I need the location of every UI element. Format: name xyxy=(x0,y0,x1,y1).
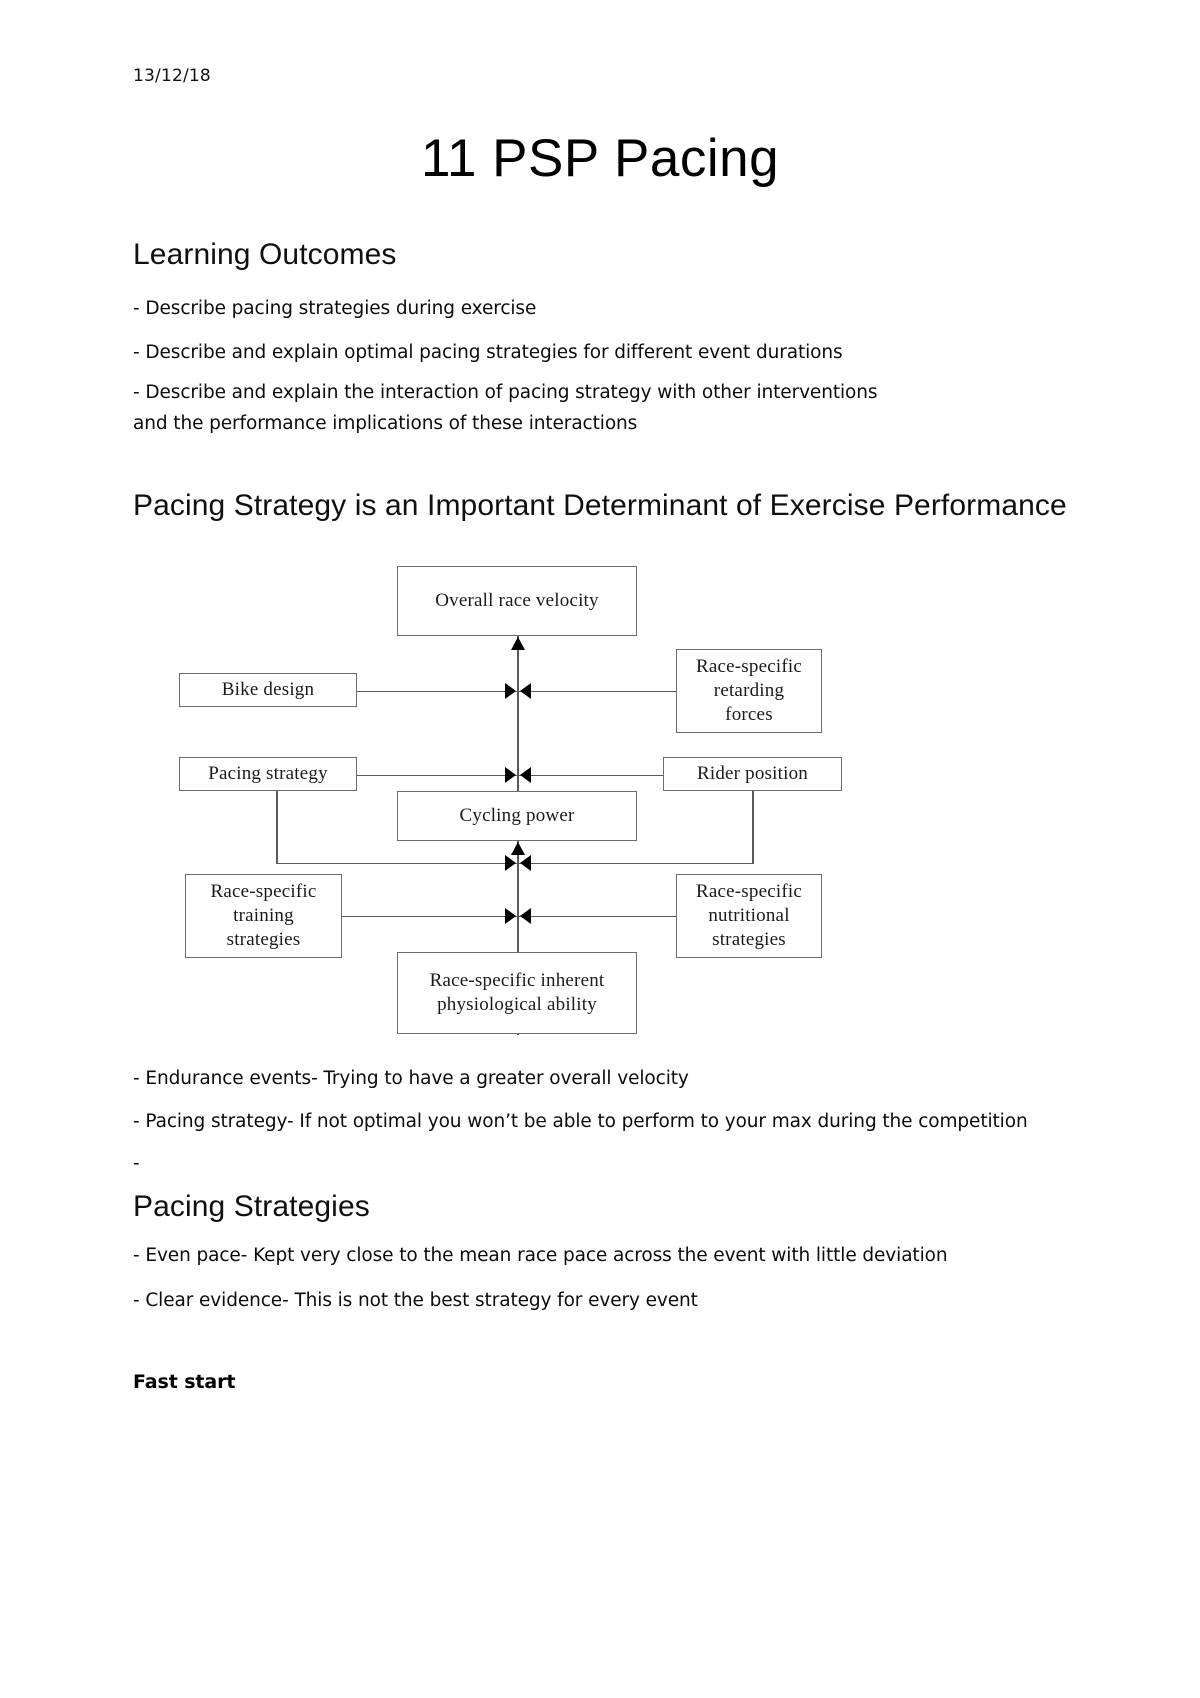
node-rider-position: Rider position xyxy=(663,757,842,791)
arrow-head-left xyxy=(505,683,516,699)
diagram-line-rider-down xyxy=(752,791,754,864)
cycling-power-flowchart: Overall race velocity Bike design Race-s… xyxy=(176,563,846,1035)
node-bike-design: Bike design xyxy=(179,673,357,707)
arrow-head-left xyxy=(505,908,516,924)
arrow-double-row4 xyxy=(505,908,531,924)
diagram-line-bike-design xyxy=(354,691,524,693)
node-race-specific-nutritional-strategies: Race-specific nutritional strategies xyxy=(676,874,822,958)
diagram-line-rider-to-spine xyxy=(511,863,753,865)
arrow-head-left xyxy=(505,855,516,871)
page-title: 11 PSP Pacing xyxy=(420,129,780,188)
arrow-up-to-cycling-power xyxy=(511,842,525,855)
bullet-strategies-1: - Even pace- Kept very close to the mean… xyxy=(133,1245,948,1266)
diagram-line-retarding-forces xyxy=(511,691,676,693)
arrow-head-right xyxy=(520,855,531,871)
bullet-strategies-2: - Clear evidence- This is not the best s… xyxy=(133,1290,698,1311)
node-race-specific-retarding-forces: Race-specific retarding forces xyxy=(676,649,822,733)
node-pacing-strategy: Pacing strategy xyxy=(179,757,357,791)
arrow-double-row2 xyxy=(505,767,531,783)
diagram-line-training-strategies xyxy=(341,916,524,918)
bullet-determinant-2: - Pacing strategy- If not optimal you wo… xyxy=(133,1111,1028,1132)
arrow-up-to-overall-velocity xyxy=(511,637,525,650)
diagram-line-pacing-down xyxy=(276,791,278,864)
heading-learning-outcomes: Learning Outcomes xyxy=(133,238,397,271)
diagram-line-pacing-to-spine xyxy=(276,863,524,865)
bullet-determinant-1: - Endurance events- Trying to have a gre… xyxy=(133,1068,689,1089)
node-cycling-power: Cycling power xyxy=(397,791,637,841)
node-overall-race-velocity: Overall race velocity xyxy=(397,566,637,636)
bullet-lo-1: - Describe pacing strategies during exer… xyxy=(133,298,537,319)
diagram-line-pacing-strategy xyxy=(354,775,524,777)
arrow-double-row3 xyxy=(505,855,531,871)
arrow-head-left xyxy=(505,767,516,783)
arrow-head-right xyxy=(520,683,531,699)
date-header: 13/12/18 xyxy=(133,66,211,86)
heading-pacing-strategies: Pacing Strategies xyxy=(133,1190,370,1223)
arrow-head-right xyxy=(520,908,531,924)
bullet-determinant-3: - xyxy=(133,1153,140,1174)
diagram-line-rider-position xyxy=(511,775,676,777)
bullet-lo-3: - Describe and explain the interaction o… xyxy=(133,382,878,434)
heading-fast-start: Fast start xyxy=(133,1371,236,1393)
diagram-line-nutritional-strategies xyxy=(511,916,676,918)
node-race-specific-inherent-physiological-ability: Race-specific inherent physiological abi… xyxy=(397,952,637,1034)
heading-pacing-determinant: Pacing Strategy is an Important Determin… xyxy=(133,489,1067,522)
bullet-lo-2: - Describe and explain optimal pacing st… xyxy=(133,342,843,363)
arrow-double-row1 xyxy=(505,683,531,699)
arrow-head-right xyxy=(520,767,531,783)
node-race-specific-training-strategies: Race-specific training strategies xyxy=(185,874,342,958)
